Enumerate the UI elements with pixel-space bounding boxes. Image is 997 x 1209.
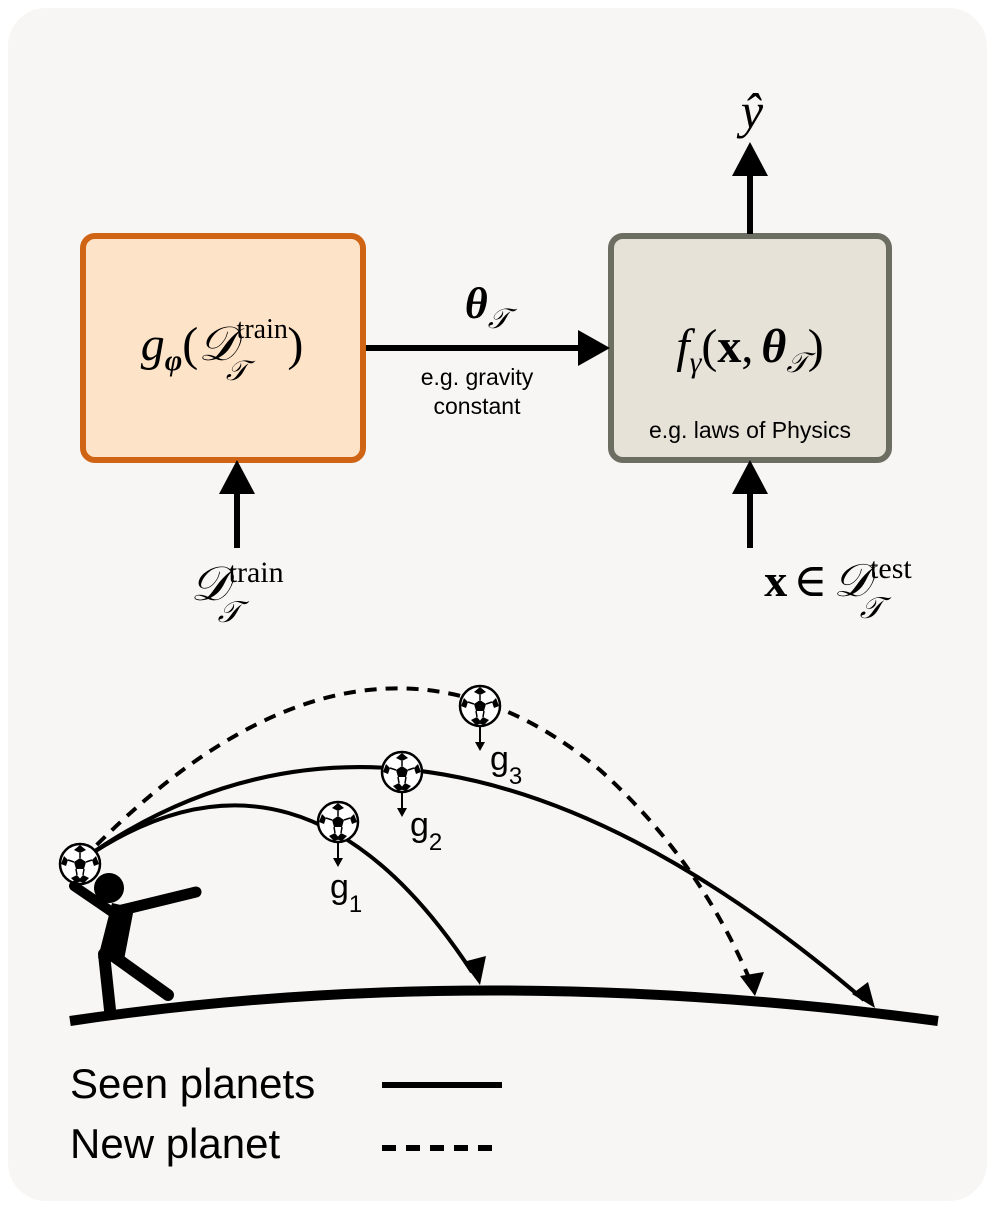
trajectory-seen-1-arrowhead <box>463 956 486 985</box>
test-input-arrowhead <box>732 460 768 494</box>
trajectory-seen-2-arrowhead <box>852 982 875 1008</box>
trajectory-new <box>80 686 754 986</box>
ball-2 <box>380 750 424 794</box>
encoder-box <box>80 233 366 463</box>
gravity-label-3: g3 <box>490 740 522 790</box>
train-input-arrowhead <box>219 460 255 494</box>
gravity-arrowhead-3 <box>475 742 485 751</box>
ball-3 <box>458 684 502 728</box>
diagram-panel <box>8 8 987 1201</box>
planet-ground <box>69 985 939 1026</box>
trajectory-seen-1 <box>80 803 474 974</box>
gravity-label-2: g2 <box>410 806 442 856</box>
gravity-arrowhead-2 <box>397 808 407 817</box>
model-caption: e.g. laws of Physics <box>649 417 851 443</box>
gravity-caption-1: e.g. gravity <box>421 364 534 390</box>
legend-seen-label: Seen planets <box>70 1060 315 1107</box>
gravity-arrowhead-1 <box>333 858 343 867</box>
ball-start <box>58 842 102 886</box>
output-arrowhead <box>732 142 768 176</box>
gravity-label-1: g1 <box>330 868 362 918</box>
theta-label: θ𝒯 <box>465 279 518 335</box>
ball-1 <box>316 800 360 844</box>
thrower-figure <box>69 873 202 1016</box>
legend-new-label: New planet <box>70 1120 280 1167</box>
trajectory-new-arrowhead <box>740 972 764 996</box>
y-hat-label: ŷ <box>736 83 764 139</box>
trajectory-seen-2 <box>80 765 866 1002</box>
gravity-caption-2: constant <box>434 393 522 419</box>
theta-arrowhead <box>578 330 610 366</box>
model-label: fγ(x,θ𝒯) <box>676 320 824 379</box>
